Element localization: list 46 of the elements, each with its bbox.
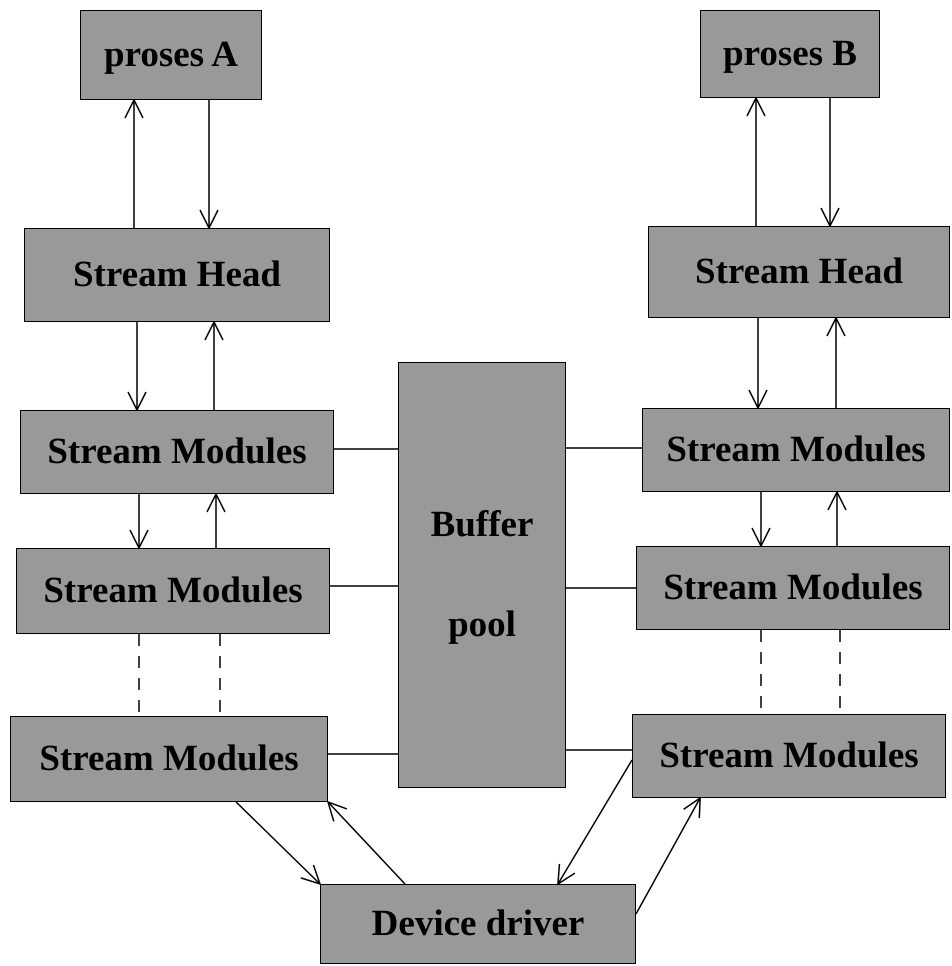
connector-line (566, 587, 636, 589)
process-box (636, 546, 950, 630)
node-label: Stream Modules (663, 566, 923, 610)
process-box (642, 408, 950, 492)
arrow (827, 491, 847, 546)
arrow (199, 100, 219, 229)
connector-line (328, 753, 398, 755)
process-box (700, 10, 880, 98)
process-box (648, 226, 950, 318)
arrow (206, 493, 226, 548)
node-label: Stream Modules (39, 736, 299, 781)
process-box (80, 10, 262, 100)
arrow (236, 801, 321, 885)
arrow (204, 321, 224, 410)
node-label: Buffer pool (430, 503, 534, 647)
arrow (127, 322, 147, 411)
process-box (320, 884, 636, 964)
arrow (327, 801, 406, 885)
connector-line (566, 447, 642, 449)
arrow (826, 317, 846, 408)
arrow (746, 97, 766, 226)
connector-line (334, 448, 398, 450)
arrow (635, 797, 701, 914)
node-label: proses A (104, 32, 238, 77)
process-box (16, 548, 330, 634)
node-label: Device driver (372, 902, 584, 946)
arrow (129, 494, 149, 549)
connector-line (566, 749, 632, 751)
arrow (124, 99, 144, 228)
arrow (557, 760, 633, 885)
node-label: Stream Modules (659, 734, 919, 778)
process-box (632, 714, 946, 798)
process-box (24, 228, 330, 322)
node-label: Stream Modules (43, 568, 303, 613)
node-label: Stream Modules (666, 428, 926, 472)
node-label: Stream Head (73, 252, 281, 297)
node-label: Stream Modules (47, 430, 307, 474)
buffer-block (398, 362, 566, 788)
arrow (751, 492, 771, 547)
process-box (10, 716, 328, 802)
arrow (748, 318, 768, 409)
process-box (20, 410, 334, 494)
connector-line (330, 585, 398, 587)
node-label: proses B (723, 32, 857, 76)
arrow (820, 98, 840, 227)
node-label: Stream Head (695, 250, 903, 294)
